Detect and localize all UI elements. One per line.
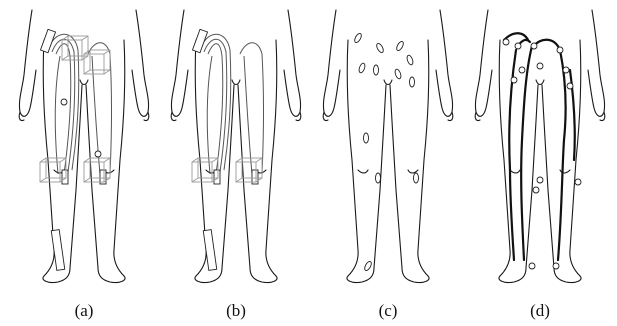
panel-a-figure xyxy=(19,10,149,283)
skeleton-curves xyxy=(503,33,581,269)
panel-d-figure xyxy=(475,10,605,283)
panel-c-figure xyxy=(323,10,453,283)
marker-set xyxy=(353,32,418,271)
panel-d-label: (d) xyxy=(520,301,560,321)
panel-b-label: (b) xyxy=(216,301,256,321)
panel-c-label: (c) xyxy=(368,301,408,321)
panel-a-label: (a) xyxy=(64,301,104,321)
panel-b-figure xyxy=(171,10,301,283)
